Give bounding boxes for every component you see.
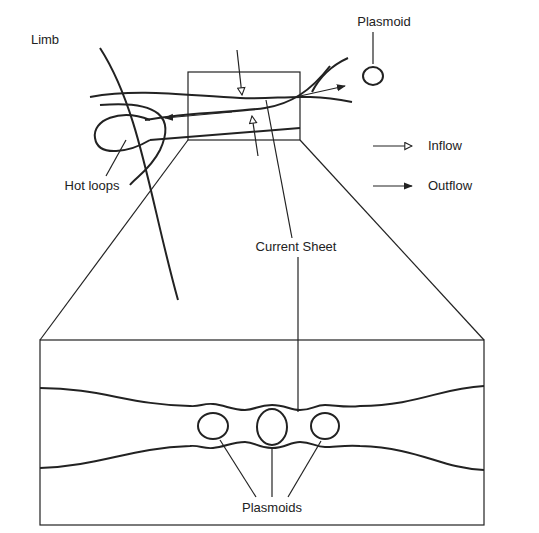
inflow-arrow xyxy=(252,116,258,156)
legend-sample xyxy=(373,185,412,186)
leader-line xyxy=(288,441,321,497)
legend-text: Inflow xyxy=(426,139,464,153)
field-line xyxy=(90,93,352,102)
leader-line xyxy=(266,100,292,238)
zoom-box xyxy=(188,72,300,140)
leader-line xyxy=(220,440,256,497)
plasmoid-ellipse xyxy=(198,413,228,439)
plasmoid-ellipse xyxy=(311,413,339,439)
hot-loop xyxy=(100,104,165,185)
field-line xyxy=(150,128,300,140)
legend-sample xyxy=(373,145,412,146)
leader-line xyxy=(106,140,126,176)
current-sheet-label: Current Sheet xyxy=(254,240,339,254)
leader-line xyxy=(271,447,272,497)
field-line xyxy=(145,66,330,120)
outflow-arrow xyxy=(165,112,232,118)
legend-text: Outflow xyxy=(426,179,474,193)
plasmoids-label: Plasmoids xyxy=(240,501,304,515)
zoom-line xyxy=(40,140,188,340)
limb-curve xyxy=(100,48,178,300)
outflow-arrow xyxy=(300,86,345,96)
hot-loops-label: Hot loops xyxy=(63,179,122,193)
inflow-arrow xyxy=(237,50,242,95)
sheet-boundary xyxy=(40,386,484,410)
plasmoid-label: Plasmoid xyxy=(355,15,412,29)
plasmoid-ellipse xyxy=(257,409,287,445)
leader-line xyxy=(297,257,298,412)
limb-label: Limb xyxy=(29,33,61,47)
leader-line xyxy=(372,32,373,64)
sheet-boundary xyxy=(40,442,484,470)
zoom-box xyxy=(40,340,484,525)
plasmoid-ellipse xyxy=(363,67,383,85)
